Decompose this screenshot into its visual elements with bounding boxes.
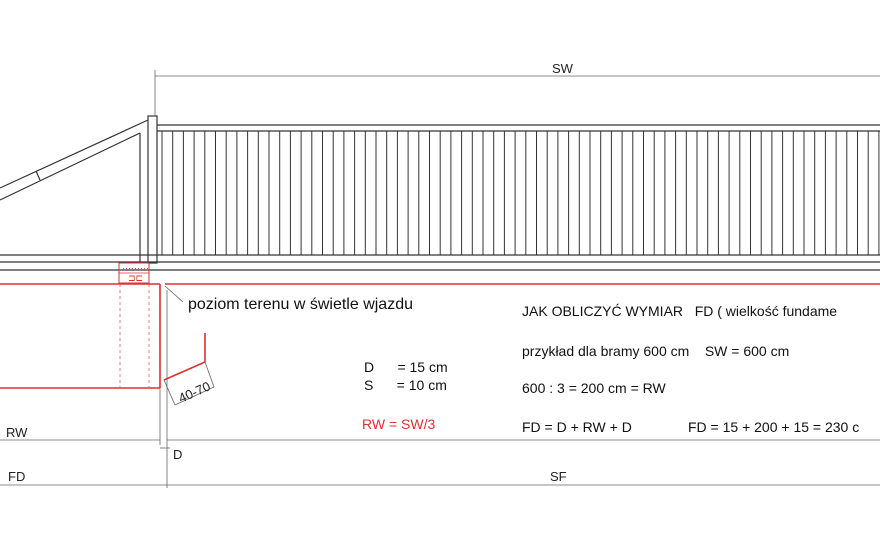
- helper-lines: [119, 284, 150, 388]
- legend-s: S = 10 cm: [364, 377, 447, 393]
- depth-dim-ext-a: [163, 379, 176, 406]
- calc-step2b: FD = 15 + 200 + 15 = 230 c: [688, 419, 859, 435]
- d-label: D: [173, 447, 182, 462]
- dimension-lines: [0, 70, 880, 488]
- calc-step2a: FD = D + RW + D: [522, 419, 632, 435]
- ground-label-leader: [164, 285, 184, 303]
- gate-frame: [0, 115, 880, 271]
- foundation: [0, 262, 880, 389]
- calc-example: przykład dla bramy 600 cm SW = 600 cm: [522, 343, 789, 359]
- gate-tail-top-outer: [0, 119, 149, 189]
- gate-post: [147, 115, 158, 264]
- gate-tail-diagonal-a: [35, 170, 41, 181]
- depth-dim-line: [174, 386, 215, 406]
- foundation-slope: [163, 361, 206, 381]
- legend-d: D = 15 cm: [364, 359, 448, 375]
- rw-label: RW: [6, 425, 28, 440]
- gate-pickets: [161, 131, 880, 255]
- depth-dim-ext-b: [204, 361, 215, 388]
- depth-label: 40-70: [176, 379, 212, 406]
- ground-level-label: poziom terenu w świetle wjazdu: [188, 296, 413, 313]
- legend-rw-formula: RW = SW/3: [362, 416, 435, 432]
- sf-label: SF: [550, 469, 567, 484]
- anchor-plate-top-text: ⋯⋯⋯: [122, 263, 149, 273]
- gate-tail-top-inner: [0, 132, 141, 201]
- anchor-plate-bottom-text: ⊐⊏: [128, 273, 143, 283]
- fd-label: FD: [8, 469, 25, 484]
- calc-title: JAK OBLICZYĆ WYMIAR FD ( wielkość fundam…: [522, 303, 837, 319]
- calc-step1: 600 : 3 = 200 cm = RW: [522, 380, 666, 396]
- sw-label: SW: [552, 61, 574, 76]
